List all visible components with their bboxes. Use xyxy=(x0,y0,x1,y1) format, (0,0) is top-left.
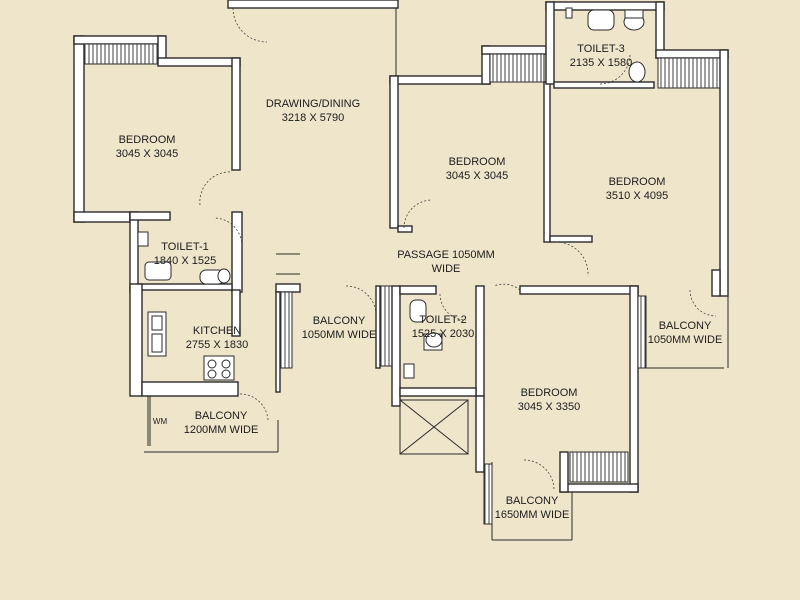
wm-mark: WM xyxy=(153,417,168,426)
bedroom-right-size: 3510 X 4095 xyxy=(606,190,668,202)
window-bedroom-right xyxy=(657,57,721,89)
bedroom-center-size: 3045 X 3045 xyxy=(446,170,508,182)
toilet-3-walls xyxy=(545,1,665,89)
toilet-1-size: 1840 X 1525 xyxy=(154,255,216,267)
balcony-kitchen-walls: WM xyxy=(144,396,279,453)
balcony-mid-name: BALCONY xyxy=(313,315,366,327)
drawing-dining-size: 3218 X 5790 xyxy=(282,112,344,124)
balcony-right-name: BALCONY xyxy=(659,320,712,332)
balcony-bottom-walls xyxy=(491,462,573,541)
window-bedroom-bottom xyxy=(569,451,629,483)
passage-size: WIDE xyxy=(432,263,461,275)
toilet-3-name: TOILET-3 xyxy=(577,43,624,55)
bedroom-left-walls xyxy=(73,35,241,223)
balcony-right-walls xyxy=(637,289,729,369)
kitchen-size: 2755 X 1830 xyxy=(186,339,248,351)
toilet-2-name: TOILET-2 xyxy=(419,314,466,326)
toilet-1-wc xyxy=(217,268,231,284)
bedroom-left-size: 3045 X 3045 xyxy=(116,148,178,160)
bedroom-right-name: BEDROOM xyxy=(609,176,666,188)
toilet-2-wc xyxy=(425,332,443,348)
balcony-right-size: 1050MM WIDE xyxy=(648,334,723,346)
passage-name: PASSAGE 1050MM xyxy=(397,249,495,261)
toilet-2-size: 1525 X 2030 xyxy=(412,328,474,340)
toilet-1-name: TOILET-1 xyxy=(161,241,208,253)
toilet-3-basin xyxy=(587,9,615,31)
kitchen-name: KITCHEN xyxy=(193,325,241,337)
toilet-3-size: 2135 X 1580 xyxy=(570,57,632,69)
bedroom-center-walls xyxy=(389,45,551,243)
passage-walls xyxy=(275,253,521,407)
balcony-mid-size: 1050MM WIDE xyxy=(302,329,377,341)
bedroom-left-name: BEDROOM xyxy=(119,134,176,146)
balcony-bottom-size: 1650MM WIDE xyxy=(495,509,570,521)
bedroom-bottom-walls xyxy=(475,285,639,525)
toilet-2-basin xyxy=(409,299,427,323)
drawing-dining-name: DRAWING/DINING xyxy=(266,98,360,110)
balcony-kitchen-name: BALCONY xyxy=(195,410,248,422)
bedroom-bottom-name: BEDROOM xyxy=(521,387,578,399)
drawing-top-wall xyxy=(227,0,399,78)
bedroom-right-walls xyxy=(549,49,729,297)
toilet-2-walls xyxy=(399,285,485,397)
kitchen-walls xyxy=(129,283,269,421)
balcony-bottom-name: BALCONY xyxy=(506,495,559,507)
bedroom-bottom-size: 3045 X 3350 xyxy=(518,401,580,413)
bedroom-center-name: BEDROOM xyxy=(449,156,506,168)
balcony-kitchen-size: 1200MM WIDE xyxy=(184,424,259,436)
shaft xyxy=(399,399,469,455)
window-bedroom-left xyxy=(83,43,159,65)
window-bedroom-center xyxy=(489,53,545,83)
